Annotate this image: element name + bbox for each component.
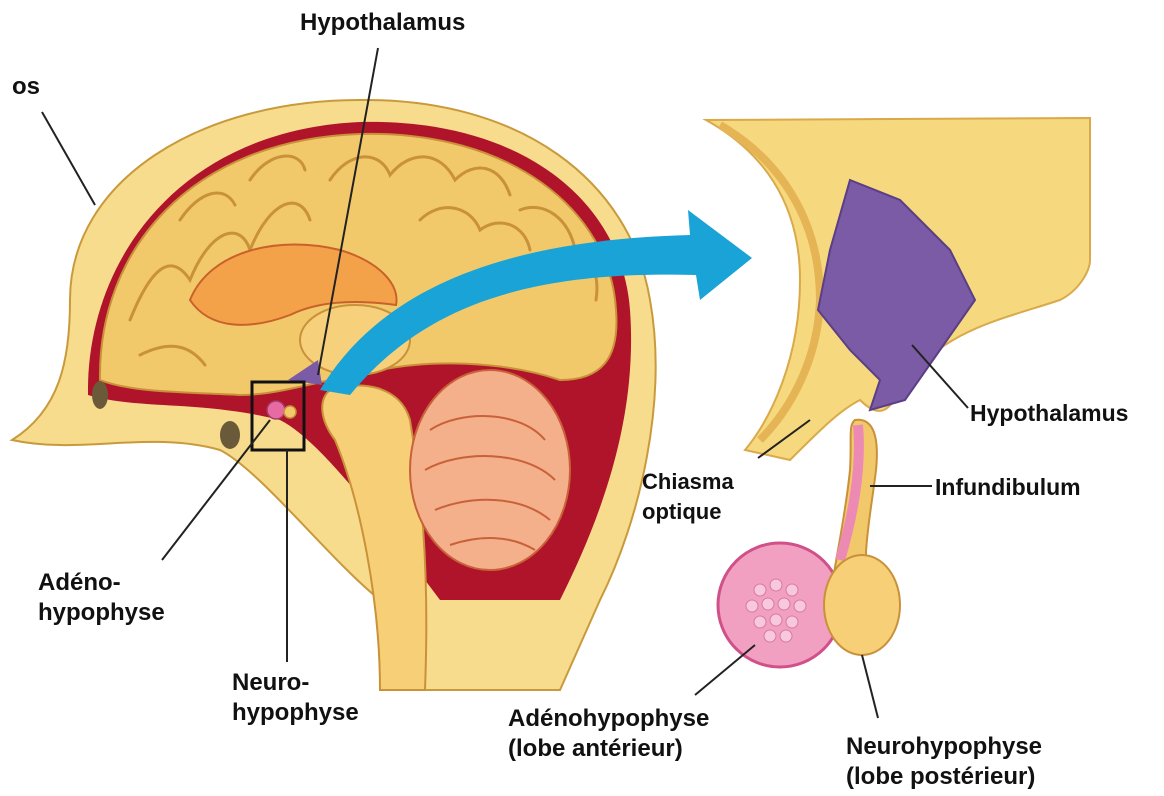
label-bone: os: [12, 72, 40, 102]
leader-bone: [42, 112, 95, 205]
label-neurohypophysis-right: Neurohypophyse (lobe postérieur): [846, 732, 1042, 792]
label-neurohypophysis-left: Neuro- hypophyse: [232, 668, 359, 728]
neurohypophysis-small: [284, 406, 296, 418]
leader-adeno-right: [695, 645, 755, 695]
magnified-pituitary: [706, 118, 1090, 667]
pituitary-small: [267, 401, 285, 419]
cerebellum: [410, 370, 570, 570]
sphenoid-cavity: [220, 421, 240, 449]
label-chiasma-optique: Chiasma optique: [642, 467, 734, 527]
label-hypothalamus-top: Hypothalamus: [300, 8, 465, 38]
label-infundibulum: Infundibulum: [935, 472, 1081, 502]
label-hypothalamus-right: Hypothalamus: [970, 398, 1128, 428]
label-adenohypophysis-right: Adénohypophyse (lobe antérieur): [508, 704, 709, 764]
leader-neuro-right: [862, 655, 878, 718]
sinus-cavity: [92, 381, 108, 409]
label-adenohypophysis-left: Adéno- hypophyse: [38, 568, 165, 628]
neurohypophysis: [824, 555, 900, 655]
